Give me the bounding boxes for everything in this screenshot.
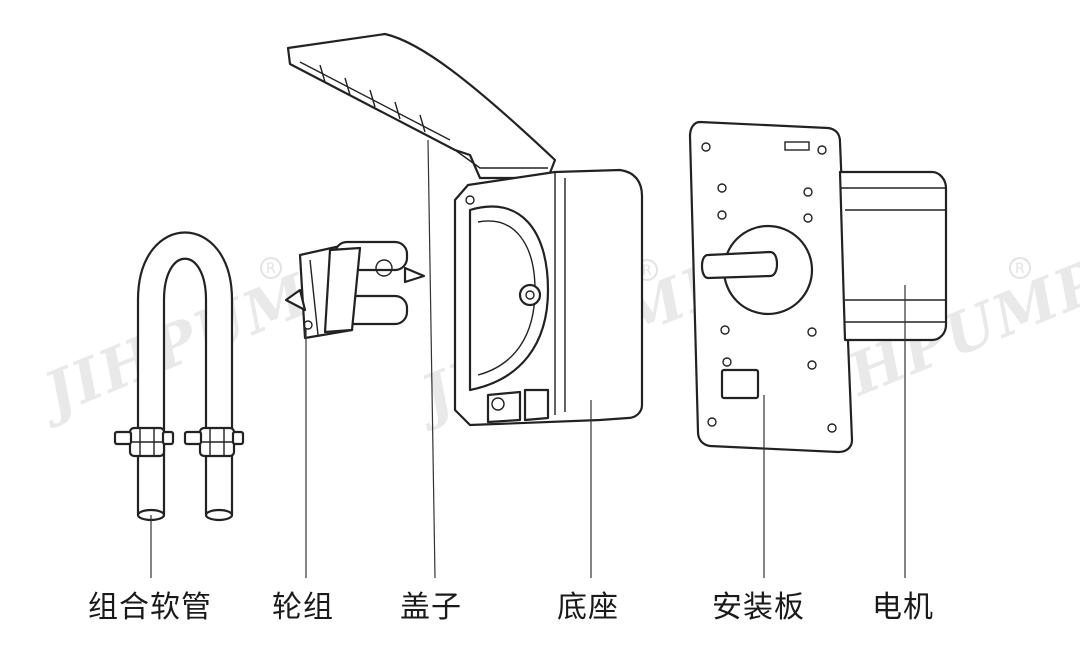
leader-cover — [427, 139, 436, 579]
mounting-plate — [688, 120, 854, 454]
label-motor: 电机 — [872, 590, 934, 625]
watermark-registered-mark: R — [266, 261, 276, 277]
watermark-registered-mark: R — [1015, 261, 1025, 277]
label-base: 底座 — [557, 590, 619, 625]
watermark-registered-mark: R — [642, 263, 652, 279]
label-cover: 盖子 — [400, 590, 462, 625]
motor — [838, 170, 948, 342]
tube-assembly — [113, 231, 245, 522]
roller-assembly — [284, 240, 426, 340]
watermark-left-mark: R — [260, 257, 282, 279]
label-plate: 安装板 — [712, 590, 805, 625]
label-roller: 轮组 — [272, 590, 334, 625]
watermark-right-mark: R — [1009, 257, 1031, 279]
label-tube: 组合软管 — [88, 590, 212, 625]
leader-lines — [150, 139, 906, 579]
cover — [286, 32, 557, 180]
tube-clamp-left — [113, 426, 175, 458]
base — [453, 168, 644, 427]
tube-clamp-right — [183, 426, 245, 458]
